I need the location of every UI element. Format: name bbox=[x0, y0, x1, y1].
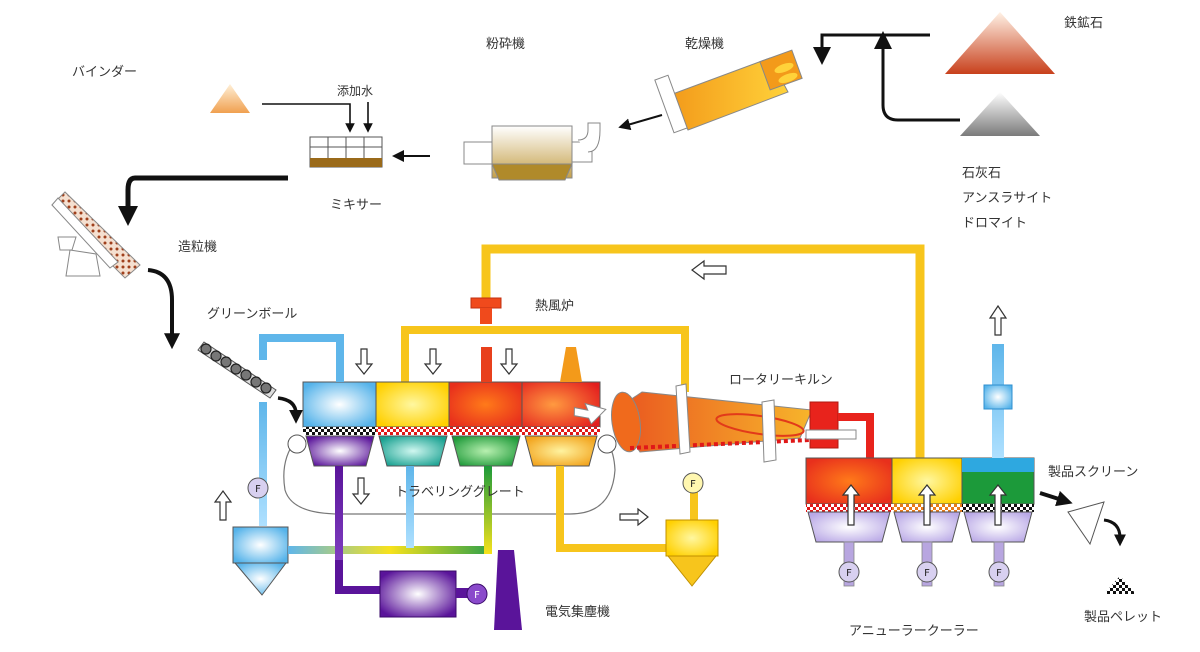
fan-kiln-side: F bbox=[682, 472, 704, 494]
hot-air-riser bbox=[481, 347, 492, 382]
crusher bbox=[463, 122, 601, 181]
kiln-side-right-arrow bbox=[619, 507, 649, 527]
binder-water-arrows bbox=[262, 102, 373, 133]
fan-label: F bbox=[924, 568, 930, 579]
annular-cooler-label: アニューラークーラー bbox=[849, 624, 979, 639]
green-ball-label: グリーンボール bbox=[207, 307, 298, 322]
fan-label: F bbox=[474, 590, 480, 601]
cooler-windbox-2 bbox=[893, 511, 961, 543]
pelletizer-to-greenball-arrow bbox=[147, 268, 180, 350]
rotary-kiln bbox=[611, 383, 874, 463]
fan-cooler-2: F bbox=[916, 561, 938, 583]
dryer bbox=[654, 49, 803, 134]
cooler-exhaust-box bbox=[983, 384, 1013, 410]
windbox-3 bbox=[451, 435, 521, 467]
cooler-windbox-1 bbox=[807, 511, 891, 543]
limestone-pile bbox=[960, 92, 1040, 136]
hood-inlet-arrows bbox=[354, 348, 519, 375]
windbox-4-duct bbox=[556, 466, 680, 552]
windbox-2-down-pipe bbox=[406, 466, 414, 548]
fan-cooler-3: F bbox=[988, 561, 1010, 583]
pelletizer-label: 造粒機 bbox=[178, 240, 218, 255]
green-ball-conveyor bbox=[197, 341, 277, 399]
esp-duct bbox=[335, 560, 380, 594]
hot-air-furnace bbox=[470, 297, 502, 324]
windbox-1-down-pipe bbox=[335, 466, 343, 590]
fan-label: F bbox=[996, 568, 1002, 579]
water-label: 添加水 bbox=[337, 84, 374, 98]
windbox-2 bbox=[378, 435, 448, 467]
dryer-to-crusher-arrow bbox=[618, 114, 663, 131]
additive-anthracite: アンスラサイト bbox=[962, 191, 1053, 206]
grate-bed-2 bbox=[376, 427, 449, 435]
windbox-3-down-pipe bbox=[484, 466, 492, 554]
fan-label: F bbox=[690, 479, 696, 490]
grate-pulley-left bbox=[287, 434, 307, 454]
cooler-exhaust-up-arrow bbox=[988, 304, 1008, 336]
dryer-label: 乾燥機 bbox=[685, 37, 725, 52]
product-screen bbox=[1067, 501, 1105, 546]
cooler-to-screen-arrow bbox=[1039, 490, 1073, 507]
drying-cyclone bbox=[232, 526, 289, 564]
fan-cooler-1: F bbox=[838, 561, 860, 583]
grate-bed-4 bbox=[522, 427, 600, 435]
binder-label: バインダー bbox=[72, 65, 138, 80]
grate-stack bbox=[560, 347, 582, 382]
additives-label: 石灰石 アンスラサイト ドロマイト bbox=[962, 161, 1052, 236]
pelletizer bbox=[51, 191, 141, 279]
fan-drying: F bbox=[247, 477, 269, 499]
hood-drying-zone bbox=[302, 381, 377, 428]
binder-pile bbox=[210, 84, 250, 113]
additive-limestone: 石灰石 bbox=[962, 166, 1002, 181]
traveling-grate-label: トラベリンググレート bbox=[395, 485, 525, 500]
esp-label: 電気集塵機 bbox=[545, 605, 611, 620]
mixer-to-pelletizer-arrow bbox=[118, 175, 288, 226]
electrostatic-precipitator bbox=[379, 550, 522, 630]
grate-pulley-right bbox=[597, 434, 617, 454]
windbox-4 bbox=[524, 435, 598, 467]
traveling-grate-loop bbox=[283, 439, 616, 515]
additive-dolomite: ドロマイト bbox=[962, 216, 1028, 231]
drying-recirc-duct bbox=[259, 334, 344, 382]
product-pellet-label: 製品ペレット bbox=[1084, 610, 1163, 625]
kiln-side-cyclone bbox=[665, 519, 719, 587]
raw-material-arrows bbox=[813, 31, 960, 122]
hood-preheat-1 bbox=[375, 381, 450, 428]
windbox-1 bbox=[305, 435, 375, 467]
fan-label: F bbox=[255, 484, 261, 495]
screen-to-pellet-arrow bbox=[1103, 518, 1126, 547]
rotary-kiln-label: ロータリーキルン bbox=[729, 373, 833, 388]
hot-air-return-duct bbox=[481, 244, 925, 460]
grate-bed-1 bbox=[303, 427, 376, 435]
cooler-windbox-3 bbox=[963, 511, 1033, 543]
fan-label: F bbox=[846, 568, 852, 579]
grate-hood-duct bbox=[401, 326, 689, 392]
product-pellet-pile bbox=[1104, 576, 1136, 594]
grate-bed-3 bbox=[449, 427, 522, 435]
mixer bbox=[309, 136, 383, 168]
fan-esp: F bbox=[466, 583, 488, 605]
kiln-flow-arrow bbox=[573, 402, 607, 425]
windbox-4-riser bbox=[690, 492, 698, 520]
iron-ore-label: 鉄鉱石 bbox=[1064, 16, 1104, 31]
preheat-cross-duct bbox=[288, 546, 492, 554]
purple-down-arrow bbox=[351, 477, 371, 505]
greenball-to-grate-arrow bbox=[277, 396, 303, 424]
hot-air-furnace-label: 熱風炉 bbox=[535, 299, 575, 314]
drying-exhaust-pipe bbox=[259, 402, 267, 526]
crusher-label: 粉砕機 bbox=[486, 37, 526, 52]
return-air-arrow bbox=[691, 259, 727, 281]
product-screen-label: 製品スクリーン bbox=[1048, 465, 1139, 480]
iron-ore-pile bbox=[945, 12, 1055, 74]
cooler-up-arrows bbox=[841, 484, 1008, 526]
drying-cyclone-cone bbox=[233, 562, 287, 596]
drying-up-arrow bbox=[213, 489, 233, 521]
hood-preheat-2 bbox=[448, 381, 523, 428]
mixer-label: ミキサー bbox=[330, 198, 383, 213]
